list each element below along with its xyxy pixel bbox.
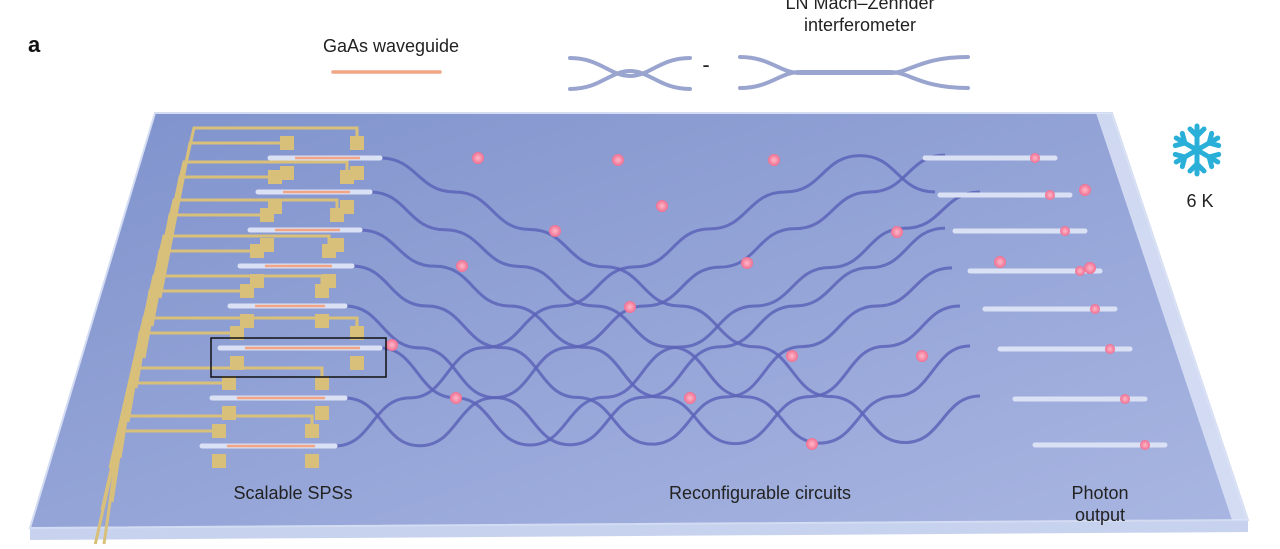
- legend-gaas-label: GaAs waveguide: [306, 35, 476, 57]
- temperature-label: 6 K: [1170, 190, 1230, 212]
- output-dot: [1120, 394, 1130, 404]
- electrode-pad: [340, 170, 354, 184]
- electrode-pad: [315, 284, 329, 298]
- electrode-pad: [280, 136, 294, 150]
- output-dot: [1030, 153, 1040, 163]
- electrode-pad: [330, 208, 344, 222]
- output-dot: [1060, 226, 1070, 236]
- legend-mzi: [740, 57, 968, 88]
- electrode-pad: [315, 406, 329, 420]
- output-dot: [1045, 190, 1055, 200]
- heater-dot: [916, 350, 928, 362]
- heater-dot: [1084, 262, 1096, 274]
- electrode-pad: [222, 406, 236, 420]
- heater-dot: [450, 392, 462, 404]
- legend-mzi-line2: interferometer: [760, 14, 960, 36]
- electrode-pad: [315, 376, 329, 390]
- electrode-pad: [305, 454, 319, 468]
- electrode-pad: [240, 314, 254, 328]
- heater-dot: [624, 301, 636, 313]
- heater-dot: [656, 200, 668, 212]
- heater-dot: [994, 256, 1006, 268]
- electrode-pad: [212, 454, 226, 468]
- snowflake-icon: [1173, 126, 1222, 174]
- heater-dot: [806, 438, 818, 450]
- heater-dot: [456, 260, 468, 272]
- heater-dot: [768, 154, 780, 166]
- section-label-output-line1: Photon: [1050, 482, 1150, 504]
- panel-label: a: [28, 32, 40, 58]
- heater-dot: [684, 392, 696, 404]
- heater-dot: [472, 152, 484, 164]
- electrode-pad: [350, 136, 364, 150]
- heater-dot: [386, 339, 398, 351]
- legend-directional-coupler: [570, 58, 690, 89]
- electrode-pad: [212, 424, 226, 438]
- electrode-pad: [322, 244, 336, 258]
- electrode-pad: [250, 244, 264, 258]
- heater-dot: [741, 257, 753, 269]
- heater-dot: [612, 154, 624, 166]
- electrode-pad: [305, 424, 319, 438]
- heater-dot: [786, 350, 798, 362]
- electrode-pad: [260, 208, 274, 222]
- electrode-pad: [268, 170, 282, 184]
- heater-dot: [1079, 184, 1091, 196]
- output-dot: [1075, 266, 1085, 276]
- heater-dot: [549, 225, 561, 237]
- electrode-pad: [350, 356, 364, 370]
- section-label-circuits: Reconfigurable circuits: [630, 482, 890, 504]
- legend-mzi-line1: LN Mach–Zehnder: [760, 0, 960, 14]
- electrode-pad: [240, 284, 254, 298]
- section-label-output-line2: output: [1050, 504, 1150, 526]
- output-dot: [1090, 304, 1100, 314]
- section-label-sps: Scalable SPSs: [208, 482, 378, 504]
- output-dot: [1140, 440, 1150, 450]
- electrode-pad: [280, 166, 294, 180]
- output-dot: [1105, 344, 1115, 354]
- legend-mzi-label: LN Mach–Zehnder interferometer: [760, 0, 960, 36]
- legend-dash: -: [696, 54, 716, 76]
- electrode-pad: [222, 376, 236, 390]
- electrode-pad: [315, 314, 329, 328]
- heater-dot: [891, 226, 903, 238]
- section-label-output: Photon output: [1050, 482, 1150, 526]
